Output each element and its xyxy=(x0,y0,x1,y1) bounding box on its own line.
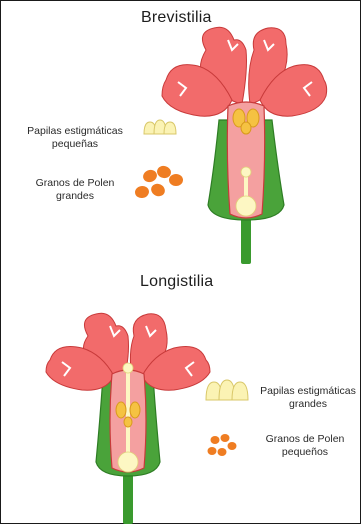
stigma xyxy=(123,363,133,373)
stem xyxy=(123,470,133,524)
polen-grandes-icon xyxy=(134,164,183,199)
anther xyxy=(241,122,251,134)
ovary xyxy=(118,452,138,472)
style xyxy=(126,370,130,460)
anther xyxy=(116,402,126,418)
flower-longistilia xyxy=(46,313,210,524)
anther xyxy=(130,402,140,418)
stigma xyxy=(241,167,251,177)
anther xyxy=(124,417,132,427)
papilas-grandes-icon xyxy=(206,380,248,400)
ovary xyxy=(236,196,256,216)
polen-pequenos-icon xyxy=(208,434,237,456)
flower-brevistilia xyxy=(162,27,327,264)
papilas-pequenas-icon xyxy=(144,120,176,134)
